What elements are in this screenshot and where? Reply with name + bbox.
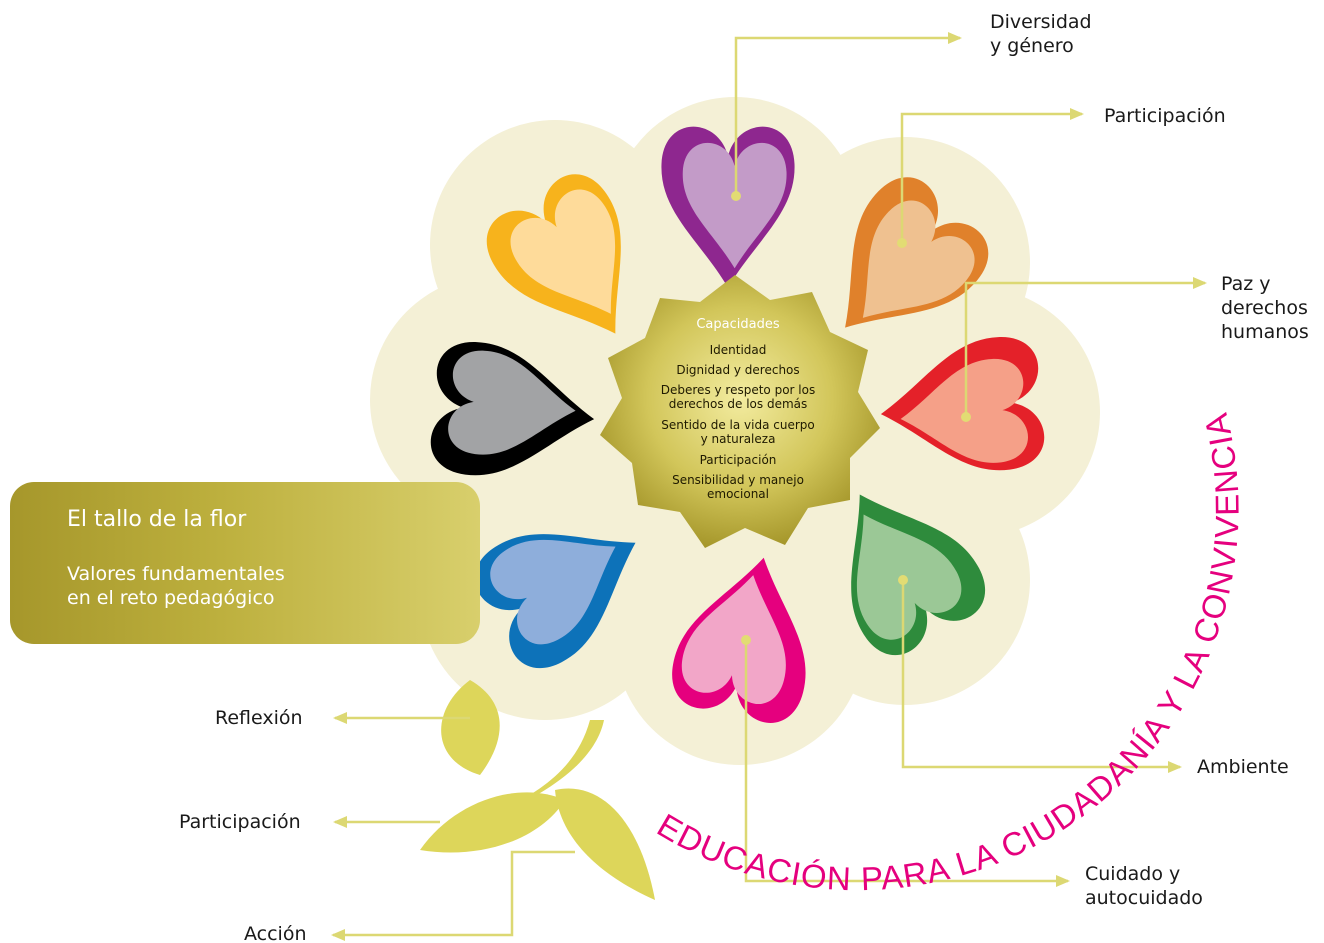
leaf-participacion [420, 792, 565, 853]
leaf-accion [555, 788, 655, 900]
connector-ambiente [901, 580, 1182, 773]
connector-lines [331, 32, 1207, 941]
label-ambiente: Ambiente [1197, 756, 1289, 778]
label-accion: Acción [244, 923, 307, 943]
label-cuidado: Cuidado y autocuidado [1085, 863, 1203, 909]
connector-cuidado [744, 640, 1070, 887]
label-paz: Paz y derechos humanos [1221, 273, 1309, 343]
label-diversidad: Diversidad y género [990, 11, 1092, 57]
leaf-reflexion [441, 680, 500, 775]
center-item-sentido: Sentido de la vida cuerpo y naturaleza [661, 418, 815, 446]
center-item-participacion: Participación [699, 453, 777, 467]
center-item-dignidad: Dignidad y derechos [676, 363, 800, 377]
stem-and-leaves [420, 680, 655, 900]
label-reflexion: Reflexión [215, 707, 303, 729]
connector-paz [964, 277, 1207, 417]
center-item-identidad: Identidad [709, 343, 767, 357]
label-participacion-leaf: Participación [179, 811, 301, 833]
stem-box [10, 482, 480, 644]
stem-title: El tallo de la flor [67, 507, 247, 532]
center-item-deberes: Deberes y respeto por los derechos de lo… [660, 383, 816, 411]
center-star [600, 275, 880, 548]
connector-diversidad [734, 32, 962, 196]
connector-participacion [900, 108, 1084, 243]
connector-dots [731, 191, 971, 645]
stem-subtitle: Valores fundamentales en el reto pedagóg… [67, 563, 285, 609]
center-item-sensibilidad: Sensibilidad y manejo emocional [672, 473, 804, 501]
label-participacion: Participación [1104, 105, 1226, 127]
connector-accion [331, 850, 575, 941]
center-heading: Capacidades [696, 317, 780, 332]
